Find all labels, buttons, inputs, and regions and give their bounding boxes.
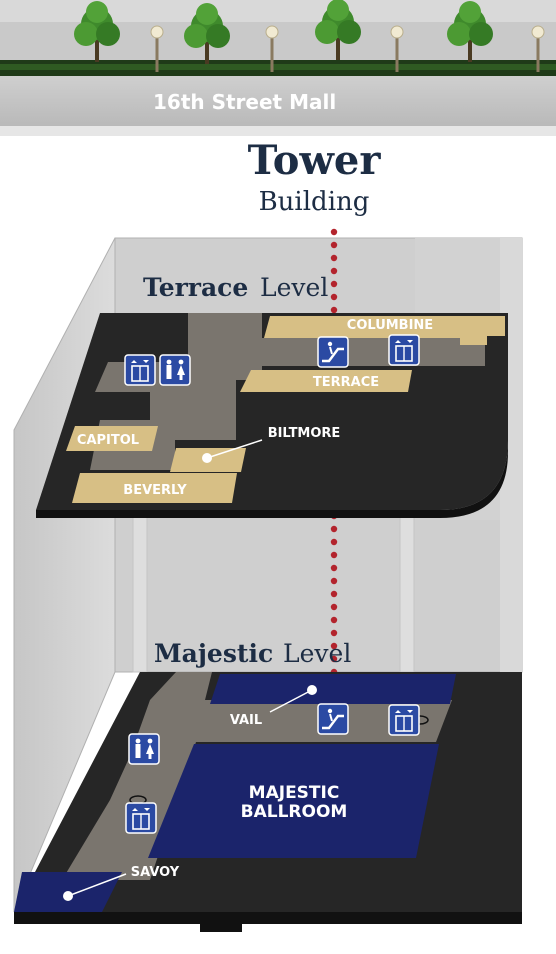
route-dot bbox=[330, 655, 338, 663]
elevator-icon bbox=[124, 354, 156, 386]
majestic-corridor bbox=[62, 672, 452, 880]
room-label-biltmore: BILTMORE bbox=[268, 426, 341, 441]
biltmore-marker bbox=[202, 453, 212, 463]
savoy-marker bbox=[63, 891, 73, 901]
room-label-terrace: TERRACE bbox=[313, 375, 379, 390]
route-dot bbox=[330, 538, 338, 546]
room-label-vail: VAIL bbox=[230, 713, 262, 728]
terrace-level-title: Terrace bbox=[143, 273, 248, 302]
room-label-columbine: COLUMBINE bbox=[347, 318, 433, 333]
restroom-icon bbox=[159, 354, 191, 386]
vail-marker bbox=[307, 685, 317, 695]
route-dot bbox=[330, 267, 338, 275]
street-band bbox=[0, 76, 556, 126]
route-dot bbox=[330, 590, 338, 598]
room-terrace bbox=[240, 370, 412, 392]
room-vail bbox=[210, 674, 456, 704]
room-beverly bbox=[72, 473, 237, 503]
room-label-majestic: MAJESTIC bbox=[249, 783, 340, 803]
room-majestic-ballroom bbox=[148, 744, 439, 858]
elevator-icon bbox=[125, 802, 157, 834]
route-dot bbox=[330, 577, 338, 585]
terrace-corridor bbox=[90, 313, 485, 470]
route-dot bbox=[330, 280, 338, 288]
route-dot bbox=[330, 254, 338, 262]
route-dot bbox=[330, 293, 338, 301]
elevator-icon bbox=[388, 334, 420, 366]
building-subtitle: Building bbox=[259, 187, 370, 217]
route-dot bbox=[330, 525, 338, 533]
street-scene: 16th Street Mall bbox=[0, 0, 556, 136]
route-dot bbox=[330, 551, 338, 559]
route-dot bbox=[330, 306, 338, 314]
majestic-level-title: Majestic bbox=[154, 639, 273, 668]
route-dot bbox=[330, 603, 338, 611]
majestic-level-subtitle: Level bbox=[283, 639, 351, 668]
majestic-level: Majestic Level VAIL MAJESTIC BALLROOM SA… bbox=[14, 639, 522, 932]
route-dot bbox=[330, 629, 338, 637]
room-label-savoy: SAVOY bbox=[131, 865, 180, 880]
street-label: 16th Street Mall bbox=[153, 90, 336, 114]
escalator-icon bbox=[316, 335, 350, 369]
route-dot bbox=[330, 642, 338, 650]
room-capitol bbox=[66, 426, 158, 451]
terrace-level-subtitle: Level bbox=[260, 273, 328, 302]
route-dot bbox=[330, 228, 338, 236]
route-dot bbox=[330, 564, 338, 572]
elevator-icon bbox=[388, 704, 420, 736]
room-label-ballroom: BALLROOM bbox=[241, 802, 348, 822]
room-label-beverly: BEVERLY bbox=[123, 483, 187, 498]
route-dot bbox=[330, 616, 338, 624]
room-label-capitol: CAPITOL bbox=[77, 433, 139, 448]
escalator-icon bbox=[316, 702, 350, 736]
route-dot bbox=[330, 241, 338, 249]
restroom-icon bbox=[128, 733, 160, 765]
building-title: Tower bbox=[248, 137, 382, 184]
terrace-level: Terrace Level COLUMBINE TERRACE CAPITOL … bbox=[36, 273, 508, 518]
